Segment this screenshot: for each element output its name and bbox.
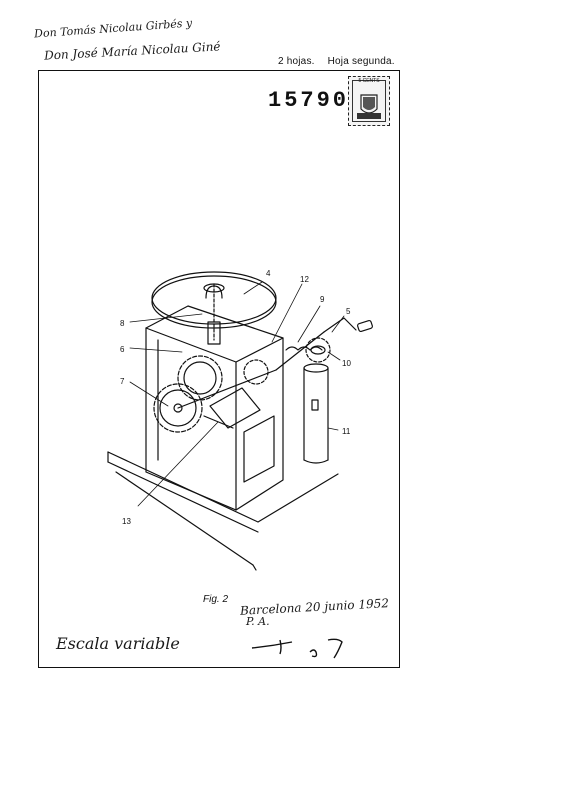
leader-lines: [129, 281, 345, 507]
figure-caption: Fig. 2: [203, 594, 229, 605]
ref-label: 6: [120, 345, 125, 354]
inventors-line-1: Don Tomás Nicolau Girbés y: [33, 16, 193, 41]
base-plate: [107, 451, 339, 571]
inventors-line-2: Don José María Nicolau Giné: [43, 39, 221, 63]
ref-label: 10: [342, 359, 351, 368]
drawing-frame: [38, 70, 400, 668]
ref-label: 7: [120, 377, 125, 386]
patent-number: 157905: [268, 88, 366, 113]
ref-label: 5: [346, 307, 351, 316]
ref-label: 4: [266, 269, 271, 278]
initials: P. A.: [246, 615, 270, 628]
housing-box: [145, 305, 284, 511]
ref-label: 8: [120, 319, 125, 328]
vertical-column: [303, 363, 329, 464]
ref-label: 12: [300, 275, 309, 284]
ref-label: 13: [122, 517, 131, 526]
signature-mark: [251, 638, 343, 659]
chute-tray: [209, 387, 261, 429]
revenue-stamp: 5 CENTS: [348, 76, 390, 126]
stamp-label: 5 CENTS: [358, 78, 380, 84]
ref-label: 9: [320, 295, 325, 304]
stamp-border: [352, 80, 386, 122]
sheet-info: 2 hojas. Hoja segunda.: [278, 56, 405, 67]
turntable-disc: [151, 271, 277, 345]
crank-shaft: [177, 317, 373, 409]
scale-note: Escala variable: [56, 634, 180, 653]
sheet-count: 2 hojas.: [278, 56, 315, 67]
reference-numerals: 4 12 9 5 8 6 10 7 11 13: [120, 269, 351, 526]
sheet-label: Hoja segunda.: [327, 56, 395, 67]
machine-drawing: 4 12 9 5 8 6 10 7 11 13: [107, 269, 373, 571]
stamp-emblem-icon: [357, 94, 381, 119]
gear-wheels: [153, 337, 331, 433]
ref-label: 11: [342, 427, 351, 436]
